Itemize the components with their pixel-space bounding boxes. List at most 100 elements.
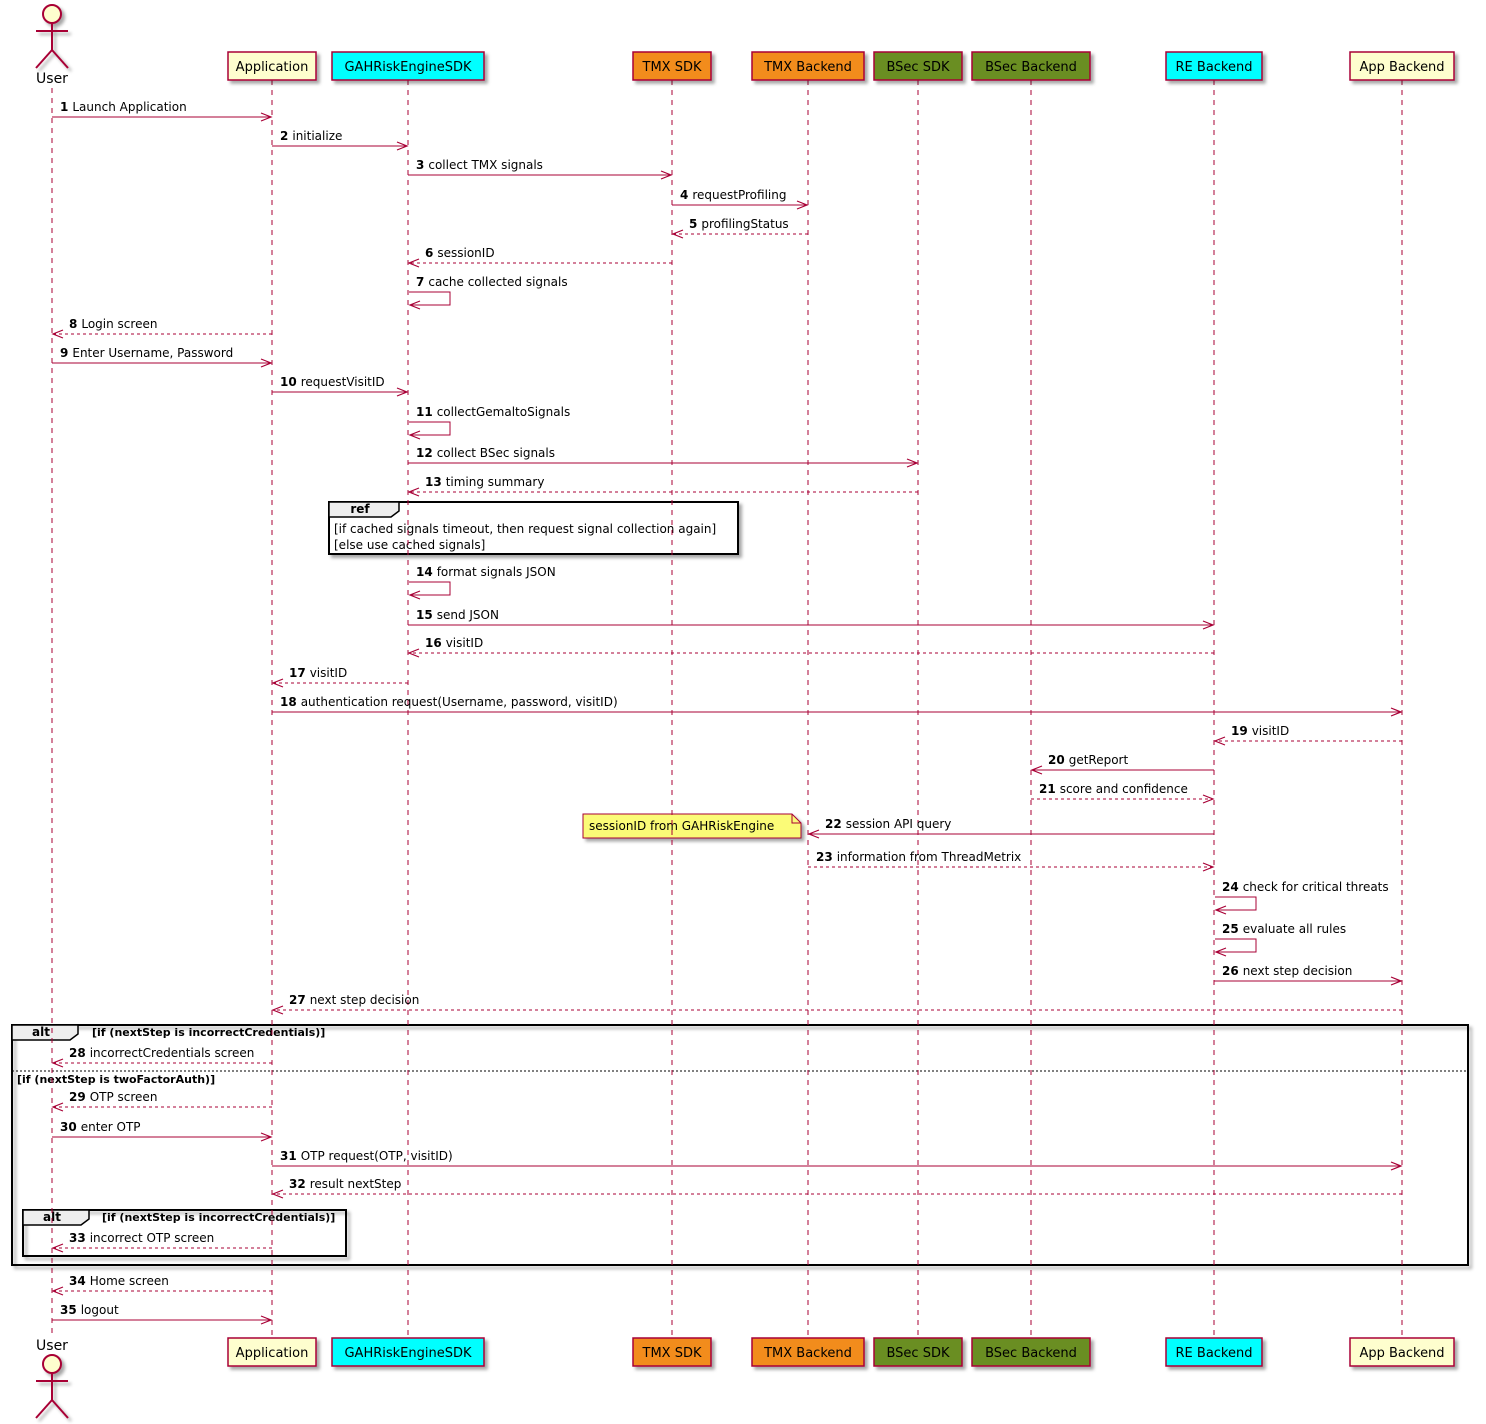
arrow-head <box>260 358 273 368</box>
message-text: cache collected signals <box>428 275 567 289</box>
arrow-head <box>51 1102 64 1112</box>
message-number: 3 <box>416 158 424 172</box>
message-text: collect TMX signals <box>428 158 543 172</box>
arrow-head <box>260 1315 273 1325</box>
participant-bsecbe-bottom[interactable]: BSec Backend <box>971 1337 1091 1367</box>
stick-figure-icon <box>35 1354 69 1419</box>
arrow-head <box>51 1286 64 1296</box>
message-text: Login screen <box>81 317 157 331</box>
message-text: collectGemaltoSignals <box>437 405 571 419</box>
message-number: 16 <box>425 636 442 650</box>
message-11: 11 collectGemaltoSignals <box>408 405 571 440</box>
message-line <box>409 581 451 596</box>
participant-box <box>227 1337 317 1367</box>
message-number: 28 <box>69 1046 86 1060</box>
message-label: 13 timing summary <box>425 475 544 489</box>
message-text: score and confidence <box>1060 782 1188 796</box>
message-number: 33 <box>69 1231 86 1245</box>
participant-label: Application <box>236 60 309 75</box>
message-number: 11 <box>416 405 433 419</box>
participant-appbe-bottom[interactable]: App Backend <box>1349 1337 1455 1367</box>
message-number: 8 <box>69 317 77 331</box>
arrow-head <box>671 229 684 239</box>
arrow-head <box>660 170 673 180</box>
message-text: evaluate all rules <box>1243 922 1346 936</box>
message-number: 32 <box>289 1177 306 1191</box>
participant-bsecsdk-top[interactable]: BSec SDK <box>873 51 963 81</box>
participant-tmxsdk-top[interactable]: TMX SDK <box>632 51 712 81</box>
alt-frame-inner: alt[if (nextStep is incorrectCredentials… <box>22 1209 347 1257</box>
participant-app-bottom[interactable]: Application <box>227 1337 317 1367</box>
arrow-head <box>51 1243 64 1253</box>
message-number: 10 <box>280 375 297 389</box>
participant-tmxbe-bottom[interactable]: TMX Backend <box>751 1337 865 1367</box>
arrow-head <box>796 200 809 210</box>
participant-label: BSec Backend <box>985 1346 1077 1361</box>
arrow-head <box>271 1005 284 1015</box>
participant-box <box>971 51 1091 81</box>
message-text: next step decision <box>310 993 420 1007</box>
message-number: 1 <box>60 100 68 114</box>
participant-tmxsdk-bottom[interactable]: TMX SDK <box>632 1337 712 1367</box>
participant-label: TMX SDK <box>642 60 702 75</box>
participant-sdk-bottom[interactable]: GAHRiskEngineSDK <box>331 1337 485 1367</box>
arrow-head <box>51 1058 64 1068</box>
actor-user-top[interactable]: User <box>35 4 69 87</box>
participant-appbe-top[interactable]: App Backend <box>1349 51 1455 81</box>
participant-box <box>971 1337 1091 1367</box>
message-line <box>409 291 451 306</box>
actor-label: User <box>36 1338 68 1354</box>
message-number: 6 <box>425 246 433 260</box>
note-shape <box>582 813 802 839</box>
actor-user-bottom[interactable]: User <box>35 1338 69 1419</box>
participant-label: BSec Backend <box>985 60 1077 75</box>
participant-rebe-top[interactable]: RE Backend <box>1165 51 1263 81</box>
arrow-head <box>1214 947 1227 957</box>
participant-sdk-top[interactable]: GAHRiskEngineSDK <box>331 51 485 81</box>
arrow-head <box>260 112 273 122</box>
message-number: 35 <box>60 1303 77 1317</box>
message-text: visitID <box>1252 724 1290 738</box>
arrow-head <box>51 329 64 339</box>
participant-app-top[interactable]: Application <box>227 51 317 81</box>
message-text: timing summary <box>446 475 545 489</box>
message-number: 13 <box>425 475 442 489</box>
participant-rebe-bottom[interactable]: RE Backend <box>1165 1337 1263 1367</box>
message-number: 34 <box>69 1274 86 1288</box>
participant-box <box>331 51 485 81</box>
ref-frame-tag-shape <box>328 501 400 518</box>
participant-tmxbe-top[interactable]: TMX Backend <box>751 51 865 81</box>
participant-bsecsdk-bottom[interactable]: BSec SDK <box>873 1337 963 1367</box>
arrow-head <box>1390 1161 1403 1171</box>
participant-label: BSec SDK <box>886 60 949 75</box>
participant-box <box>227 51 317 81</box>
message-text: next step decision <box>1243 964 1353 978</box>
participant-bsecbe-top[interactable]: BSec Backend <box>971 51 1091 81</box>
arrow-head <box>407 258 420 268</box>
message-text: OTP request(OTP, visitID) <box>301 1149 453 1163</box>
frames-layer: ref[if cached signals timeout, then requ… <box>11 501 1469 1266</box>
message-text: getReport <box>1069 753 1129 767</box>
arrow-head <box>407 648 420 658</box>
message-text: session API query <box>846 817 952 831</box>
